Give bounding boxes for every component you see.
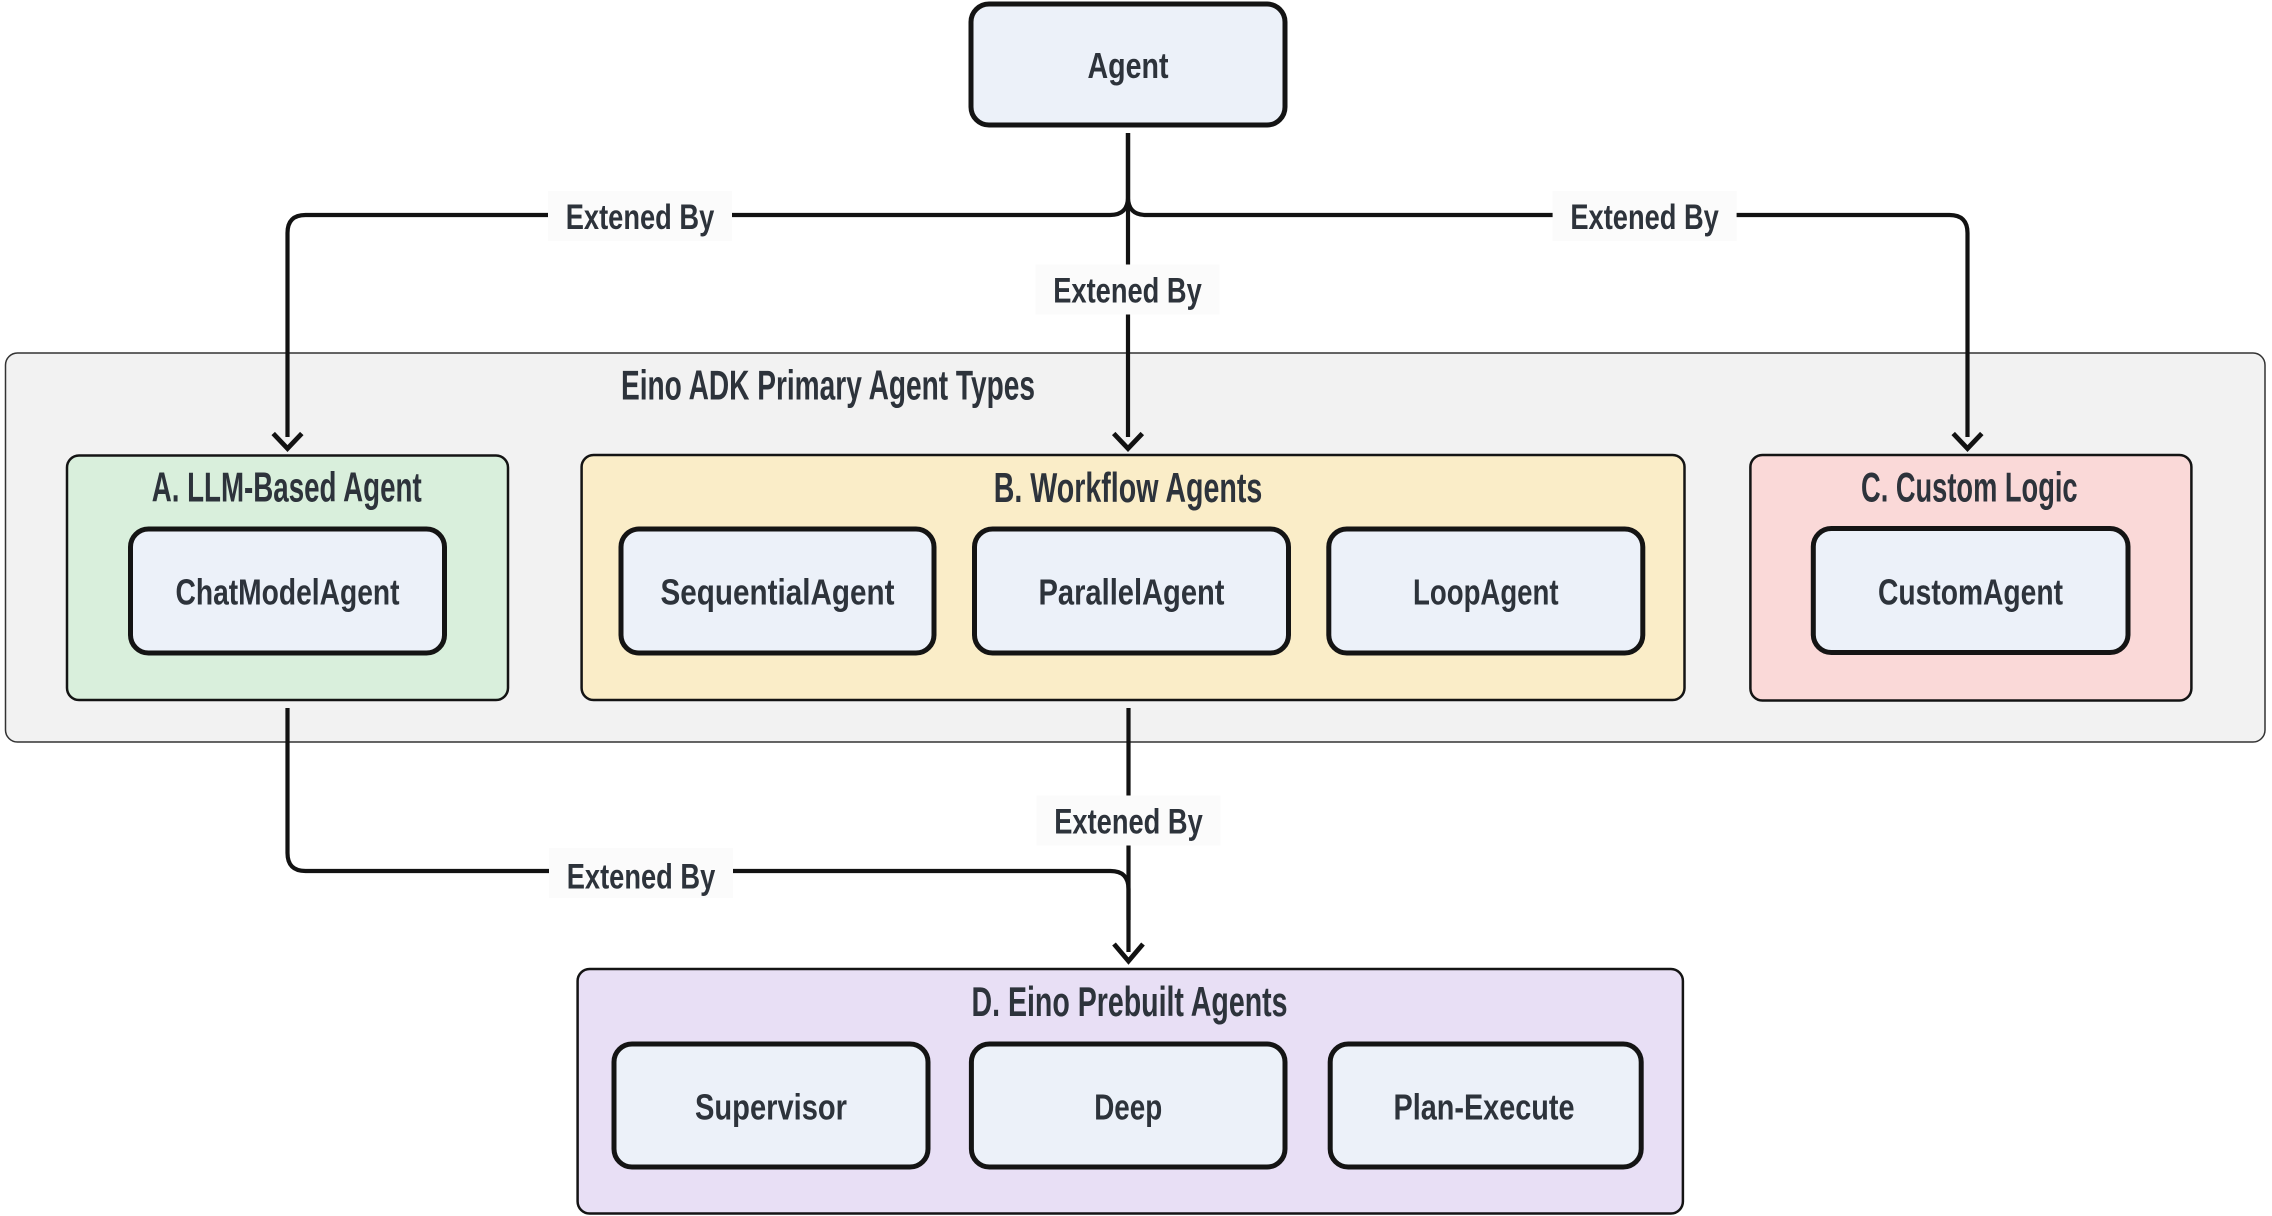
svg-text:A. LLM-Based Agent: A. LLM-Based Agent bbox=[152, 463, 422, 510]
svg-text:LoopAgent: LoopAgent bbox=[1413, 572, 1559, 613]
svg-text:Supervisor: Supervisor bbox=[695, 1087, 847, 1128]
svg-text:Eino ADK Primary Agent Types: Eino ADK Primary Agent Types bbox=[621, 362, 1035, 409]
svg-text:C. Custom Logic: C. Custom Logic bbox=[1861, 464, 2078, 511]
svg-text:Agent: Agent bbox=[1088, 45, 1169, 86]
svg-text:Extened By: Extened By bbox=[566, 198, 715, 237]
svg-text:Extened By: Extened By bbox=[1054, 802, 1203, 841]
svg-text:SequentialAgent: SequentialAgent bbox=[661, 572, 895, 613]
svg-text:Plan-Execute: Plan-Execute bbox=[1394, 1087, 1575, 1128]
svg-text:ParallelAgent: ParallelAgent bbox=[1039, 572, 1225, 613]
svg-text:D. Eino Prebuilt Agents: D. Eino Prebuilt Agents bbox=[972, 978, 1288, 1025]
svg-text:CustomAgent: CustomAgent bbox=[1878, 572, 2063, 613]
svg-text:Extened By: Extened By bbox=[567, 858, 716, 897]
svg-text:B. Workflow Agents: B. Workflow Agents bbox=[994, 464, 1263, 511]
svg-text:Extened By: Extened By bbox=[1053, 271, 1202, 310]
svg-text:Deep: Deep bbox=[1094, 1087, 1162, 1128]
svg-text:ChatModelAgent: ChatModelAgent bbox=[176, 572, 400, 613]
svg-text:Extened By: Extened By bbox=[1570, 198, 1719, 237]
